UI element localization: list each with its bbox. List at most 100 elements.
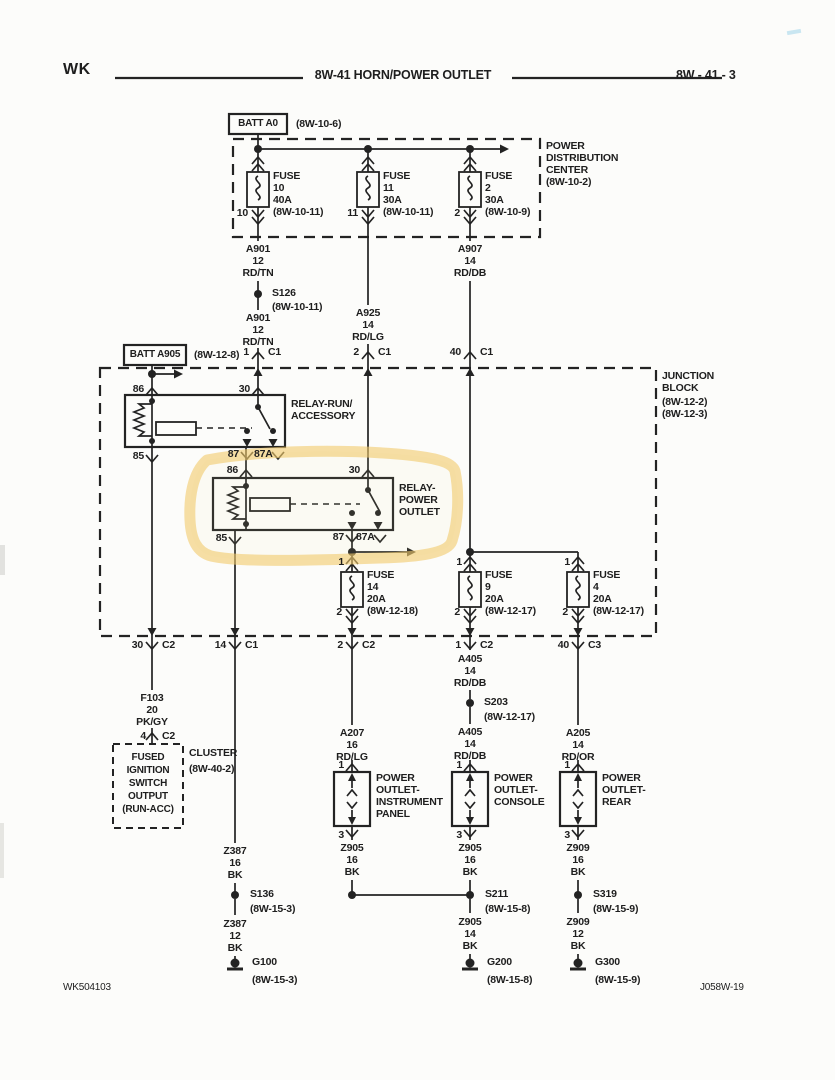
splice-s136-label: S136 [250,888,274,900]
relay-run-top-chevrons [145,386,265,396]
outlet-pin3-chevrons [345,829,585,839]
batt-a905-ref: (8W-12-8) [194,349,240,361]
outlet-rear-label: POWER OUTLET- REAR [602,772,646,808]
bus-arrowhead [500,144,509,154]
fuse9-label: FUSE 9 20A (8W-12-17) [485,569,536,617]
splice-s211-dot [466,891,474,899]
ground-g200-symbol [462,958,478,971]
conn-c1-1-pin: 1 [243,346,249,358]
exit-30c2-conn: C2 [162,639,176,651]
relay-po-top-chevrons [239,468,375,478]
relay-po-pin86: 86 [226,464,238,476]
exit-2c2-conn: C2 [362,639,376,651]
outlet-ip-pin3: 3 [338,829,344,841]
batt-a905-feed [151,365,174,395]
relay-run-box [123,393,287,449]
ground-g300-symbol [570,958,586,971]
wire-a405a: A405 14 RD/DB [453,653,487,689]
conn-4c2-pin: 4 [140,730,146,742]
conn-c1-40-pin: 40 [449,346,461,358]
relay-run-pin87a: 87A [254,448,273,460]
splice-s126-ref: (8W-10-11) [272,301,323,313]
splice-s126-label: S126 [272,287,296,299]
cluster-dashed-box [112,743,184,829]
fuse9-pin-top: 1 [456,556,462,568]
footer-left-code: WK504103 [63,982,111,993]
splice-s319-ref: (8W-15-9) [593,903,639,915]
outlet-rear-box [558,770,598,828]
splice-s211-label: S211 [485,888,509,900]
ground-g300-ref: (8W-15-9) [595,974,641,986]
jb-fuse-bottom-chevrons [345,608,585,625]
outlet-console-box [450,770,490,828]
batt-a905-label: BATT A905 [129,349,181,360]
fuse2-pin: 2 [454,207,460,219]
wire-a901-upper: A901 12 RD/TN [242,243,274,279]
junction-block-dashed-box [98,366,658,638]
ground-g100-ref: (8W-15-3) [252,974,298,986]
conn-c1-40-name: C1 [480,346,494,358]
fuse9-pin-bot: 2 [454,606,460,618]
wire-z387a: Z387 16 BK [223,845,247,881]
outlet-console-pin3: 3 [456,829,462,841]
cluster-connector-chevron [145,731,159,741]
ip-ground-tap-dot [348,891,356,899]
ground-g100-symbol [227,958,243,971]
fuse11-label: FUSE 11 30A (8W-10-11) [383,170,434,218]
page-number: 8W - 41 - 3 [676,68,736,82]
exit-30c2-pin: 30 [131,639,143,651]
fuse4-pin-bot: 2 [562,606,568,618]
wire-z905-ip: Z905 16 BK [340,842,364,878]
wire-a207: A207 16 RD/LG [336,727,368,763]
relay-run-switch-blade [257,395,271,430]
fuse14-pin-top: 1 [338,556,344,568]
relay-run-pin30: 30 [238,383,250,395]
wire-z905a: Z905 16 BK [458,842,482,878]
fuse-element-squiggles [255,175,473,201]
conn-c1-2-pin: 2 [353,346,359,358]
relay-po-pin85: 85 [215,532,227,544]
fuse10-pin: 10 [236,207,248,219]
exit-40c3-pin: 40 [557,639,569,651]
relay-po-pin30: 30 [348,464,360,476]
exit-40c3-conn: C3 [588,639,602,651]
a905-tap-arrowhead [174,369,183,379]
relay-run-pin85: 85 [132,450,144,462]
wire-a405b: A405 14 RD/DB [453,726,487,762]
splice-s203-label: S203 [484,696,508,708]
wire-z905b: Z905 14 BK [458,916,482,952]
jb-fuse-squiggles [349,575,581,601]
conn-c1-1-name: C1 [268,346,282,358]
ground-g200-ref: (8W-15-8) [487,974,533,986]
outlet-pin1-chevrons [345,762,585,772]
junction-block-refs: (8W-12-2) (8W-12-3) [662,396,708,420]
ground-g300-label: G300 [595,956,620,968]
splice-s136-ref: (8W-15-3) [250,903,296,915]
exit-1c2-pin: 1 [455,639,461,651]
outlet-ip-label: POWER OUTLET- INSTRUMENT PANEL [376,772,443,820]
outlet-rear-pin1: 1 [564,759,570,771]
cluster-circuit-label: FUSED IGNITION SWITCH OUTPUT (RUN-ACC) [122,752,174,815]
wire-a205: A205 14 RD/OR [561,727,595,763]
cluster-label: CLUSTER [189,747,238,759]
highlighter-mark [184,445,464,566]
splice-s126-dot [254,290,262,298]
scan-artifact-left-1 [0,545,5,575]
pdc-dashed-box [231,137,542,239]
fuse11-pin: 11 [347,207,358,219]
relay-run-pin87: 87 [227,448,239,460]
outlet-rear-pin3: 3 [564,829,570,841]
relay-po-pin87a: 87A [356,531,375,543]
wire-a925: A925 14 RD/LG [352,307,384,343]
relay-po-label: RELAY- POWER OUTLET [399,482,440,518]
scan-artifact-left-2 [0,823,4,878]
splice-s319-dot [574,891,582,899]
relay-po-pin87: 87 [332,531,344,543]
fuse4-pin-top: 1 [564,556,570,568]
relay-run-coil [155,421,197,436]
outlet-ip-pin1: 1 [338,759,344,771]
splice-s211-ref: (8W-15-8) [485,903,531,915]
fuse14-pin-bot: 2 [336,606,342,618]
